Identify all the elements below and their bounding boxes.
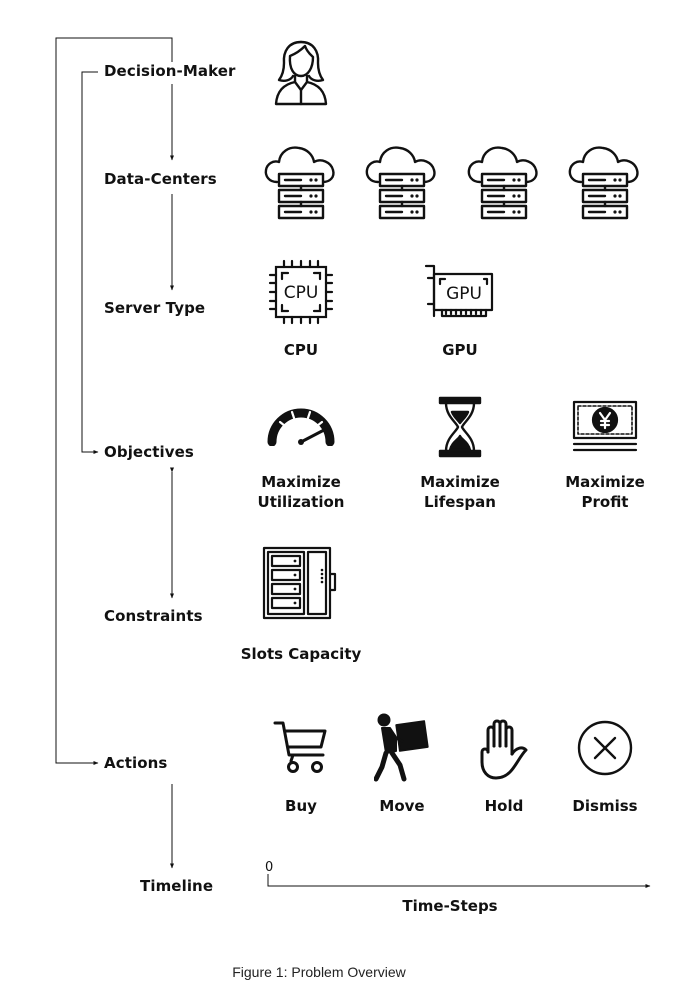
gpu-card-text: GPU (446, 284, 482, 304)
objective-profit-caption: Maximize Profit (565, 472, 645, 512)
hand-icon (476, 716, 532, 782)
cloud-server-icon-4 (567, 142, 643, 224)
server-type-gpu-caption: GPU (442, 341, 478, 359)
person-icon (271, 38, 331, 106)
stage-server-type: Server Type (104, 299, 206, 317)
objective-lifespan-line1: Maximize (420, 473, 500, 491)
server-type-cpu-caption: CPU (283, 341, 319, 359)
stage-constraints: Constraints (104, 607, 203, 625)
timeline-axis-label: Time-Steps (402, 897, 498, 915)
objective-profit-line1: Maximize (565, 473, 645, 491)
action-buy-caption: Buy (285, 797, 317, 815)
figure-caption: Figure 1: Problem Overview (232, 964, 406, 980)
stage-objectives: Objectives (104, 443, 194, 461)
objective-lifespan-line2: Lifespan (424, 493, 496, 511)
action-hold-caption: Hold (484, 797, 524, 815)
action-dismiss-caption: Dismiss (572, 797, 638, 815)
cloud-server-icon-2 (364, 142, 440, 224)
server-rack-icon (262, 546, 338, 620)
cpu-icon: CPU (268, 259, 334, 325)
cross-circle-icon (576, 719, 634, 777)
objective-profit-line2: Profit (581, 493, 629, 511)
timeline-axis (267, 874, 651, 888)
cloud-server-icon-1 (263, 142, 339, 224)
cpu-chip-text: CPU (284, 283, 319, 303)
action-move-caption: Move (379, 797, 425, 815)
loop-to-actions-line (55, 37, 173, 765)
banknote-icon (572, 400, 638, 454)
cloud-server-icon-3 (466, 142, 542, 224)
gauge-icon (266, 404, 336, 446)
gpu-icon: GPU (424, 264, 496, 320)
stage-data-centers: Data-Centers (104, 170, 217, 188)
stage-timeline: Timeline (140, 877, 214, 895)
carrying-box-icon (374, 713, 430, 783)
objective-utilization-line1: Maximize (261, 473, 341, 491)
objective-utilization-caption: Maximize Utilization (258, 472, 345, 512)
loop-to-objectives-line (81, 71, 99, 454)
stage-actions: Actions (104, 754, 168, 772)
objective-lifespan-caption: Maximize Lifespan (420, 472, 500, 512)
stage-decision-maker: Decision-Maker (104, 62, 236, 80)
constraint-slots-caption: Slots Capacity (240, 645, 362, 663)
cart-icon (273, 719, 329, 775)
objective-utilization-line2: Utilization (257, 493, 345, 511)
timeline-origin-label: 0 (265, 860, 274, 875)
hourglass-icon (438, 396, 482, 458)
